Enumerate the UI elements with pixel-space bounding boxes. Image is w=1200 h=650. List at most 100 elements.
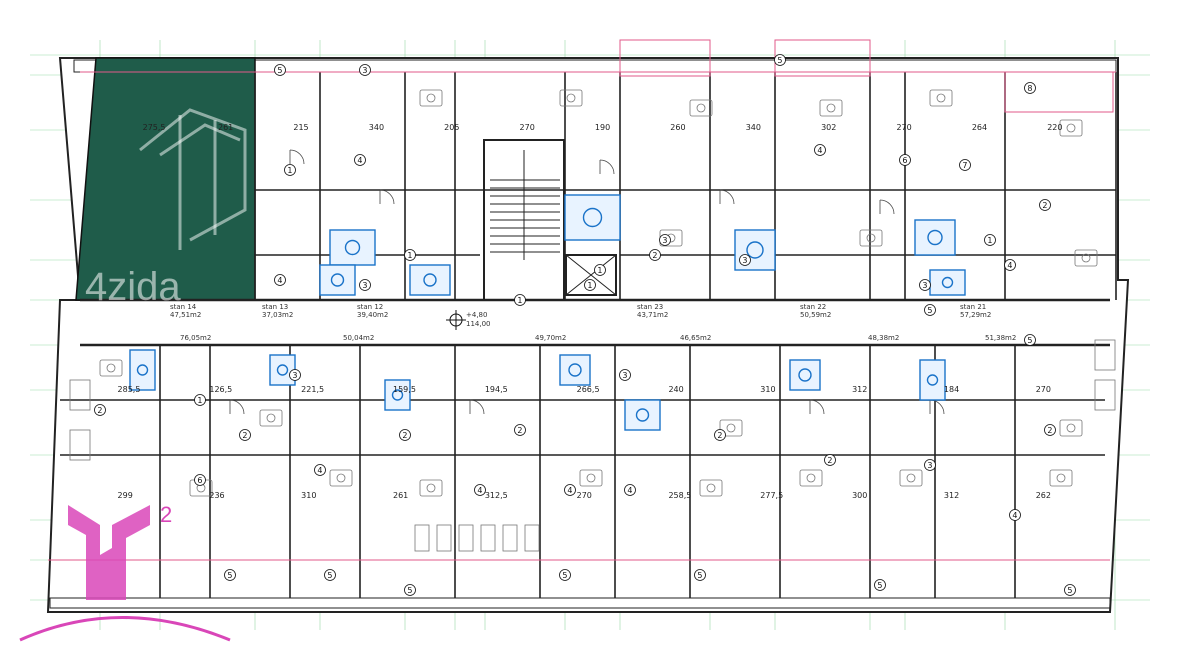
svg-text:2: 2 — [97, 406, 102, 415]
dimension-label: 270 — [1036, 385, 1051, 394]
svg-text:2: 2 — [652, 251, 657, 260]
room-number-marker: 4 — [814, 144, 826, 156]
room-number-marker: 3 — [359, 279, 371, 291]
dimension-label: 302 — [821, 123, 836, 132]
unit-name: stan 23 — [637, 303, 663, 311]
svg-text:6: 6 — [902, 156, 907, 165]
room-number-marker: 2 — [649, 249, 661, 261]
room-number-marker: 4 — [1009, 509, 1021, 521]
dimension-label: 270 — [896, 123, 911, 132]
balcony-edges — [48, 39, 1116, 561]
svg-text:3: 3 — [662, 236, 667, 245]
svg-text:3: 3 — [922, 281, 927, 290]
dimension-label: 215 — [293, 123, 308, 132]
svg-text:5: 5 — [1027, 336, 1032, 345]
dimension-label: 260 — [670, 123, 685, 132]
lower-unit-area: 49,70m2 — [535, 334, 566, 342]
lower-unit-area: 48,38m2 — [868, 334, 899, 342]
room-number-marker: 3 — [924, 459, 936, 471]
dimension-label: 312,5 — [485, 491, 508, 500]
svg-text:4: 4 — [277, 276, 282, 285]
dimension-label: 285,5 — [118, 385, 141, 394]
dimension-label: 261 — [218, 123, 233, 132]
room-number-marker: 5 — [274, 64, 286, 76]
svg-text:5: 5 — [277, 66, 282, 75]
room-number-marker: 2 — [1044, 424, 1056, 436]
svg-text:2: 2 — [1042, 201, 1047, 210]
svg-text:4: 4 — [317, 466, 322, 475]
dimension-label: 310 — [760, 385, 775, 394]
room-number-marker: 2 — [399, 429, 411, 441]
room-number-marker: 1 — [514, 294, 526, 306]
room-number-marker: 2 — [714, 429, 726, 441]
room-number-marker: 3 — [289, 369, 301, 381]
svg-text:3: 3 — [742, 256, 747, 265]
svg-text:5: 5 — [407, 586, 412, 595]
svg-text:1: 1 — [987, 236, 992, 245]
dimension-label: 340 — [369, 123, 384, 132]
unit-name: stan 12 — [357, 303, 383, 311]
dimension-label: 220 — [1047, 123, 1062, 132]
unit-area: 47,51m2 — [170, 311, 201, 319]
room-number-marker: 4 — [564, 484, 576, 496]
room-number-marker: 7 — [959, 159, 971, 171]
unit-area: 50,59m2 — [800, 311, 831, 319]
room-number-marker: 4 — [354, 154, 366, 166]
room-number-marker: 4 — [1004, 259, 1016, 271]
dimension-label: 258,5 — [668, 491, 691, 500]
dimension-label: 236 — [209, 491, 224, 500]
room-number-marker: 1 — [194, 394, 206, 406]
svg-text:4: 4 — [1007, 261, 1012, 270]
unit-area: 57,29m2 — [960, 311, 991, 319]
svg-text:1: 1 — [597, 266, 602, 275]
room-number-marker: 1 — [584, 279, 596, 291]
svg-text:5: 5 — [327, 571, 332, 580]
dimension-label: 159,5 — [393, 385, 416, 394]
elevator — [565, 254, 617, 296]
svg-text:2: 2 — [517, 426, 522, 435]
room-number-marker: 8 — [1024, 82, 1036, 94]
svg-text:5: 5 — [227, 571, 232, 580]
svg-text:1: 1 — [287, 166, 292, 175]
svg-text:1: 1 — [407, 251, 412, 260]
room-number-marker: 5 — [224, 569, 236, 581]
dimension-label: 270 — [520, 123, 535, 132]
room-number-marker: 1 — [594, 264, 606, 276]
svg-text:2: 2 — [827, 456, 832, 465]
watermark-logo: 4zida 2 — [19, 265, 231, 642]
svg-text:3: 3 — [292, 371, 297, 380]
room-number-marker: 1 — [284, 164, 296, 176]
room-number-marker: 6 — [899, 154, 911, 166]
svg-text:5: 5 — [777, 56, 782, 65]
svg-text:5: 5 — [562, 571, 567, 580]
room-number-marker: 5 — [404, 584, 416, 596]
room-number-marker: 6 — [194, 474, 206, 486]
watermark-text: 4zida — [85, 265, 181, 309]
svg-text:5: 5 — [877, 581, 882, 590]
highlighted-unit[interactable] — [75, 57, 256, 301]
room-number-marker: 5 — [559, 569, 571, 581]
watermark-swoosh — [19, 616, 231, 642]
dimension-label: 340 — [746, 123, 761, 132]
svg-text:1: 1 — [197, 396, 202, 405]
room-number-marker: 3 — [359, 64, 371, 76]
svg-text:4: 4 — [817, 146, 822, 155]
room-number-marker: 2 — [824, 454, 836, 466]
dimension-label: 126,5 — [209, 385, 232, 394]
svg-text:2: 2 — [717, 431, 722, 440]
level-marker: +4,80 114,00 — [446, 310, 491, 330]
svg-text:2: 2 — [402, 431, 407, 440]
svg-text:7: 7 — [962, 161, 967, 170]
dimension-label: 277,5 — [760, 491, 783, 500]
room-number-marker: 2 — [1039, 199, 1051, 211]
svg-text:2: 2 — [242, 431, 247, 440]
svg-text:4: 4 — [567, 486, 572, 495]
watermark-icon — [68, 505, 150, 600]
dimension-label: 299 — [118, 491, 133, 500]
svg-text:4: 4 — [1012, 511, 1017, 520]
svg-text:5: 5 — [1067, 586, 1072, 595]
room-number-marker: 5 — [874, 579, 886, 591]
svg-text:2: 2 — [1047, 426, 1052, 435]
